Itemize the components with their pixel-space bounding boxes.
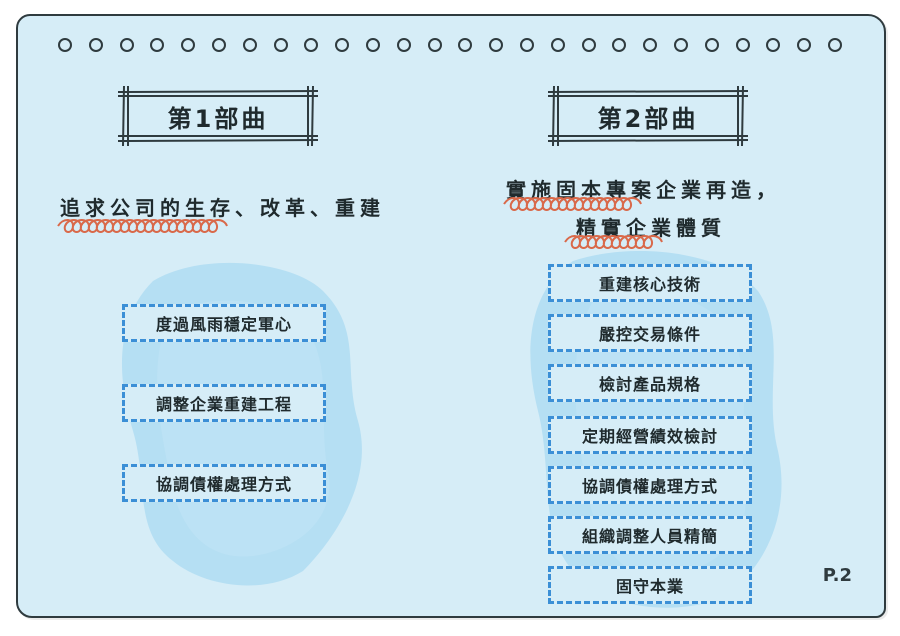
item-label: 重建核心技術 [598, 275, 701, 294]
binder-ring-icon [612, 38, 627, 52]
part-2-title: 第2部曲 [597, 104, 699, 133]
binder-ring-icon [88, 38, 103, 52]
part-2-item: 嚴控交易條件 [548, 314, 752, 352]
binder-ring-icon [797, 38, 812, 52]
binder-ring-icon [828, 38, 842, 52]
binder-ring-icon [550, 38, 565, 52]
binder-ring-icon [58, 38, 72, 52]
part-2-item: 協調債權處理方式 [548, 466, 752, 504]
notebook-page: 第1部曲 第2部曲 追求公司的生存、改革、重建 實施固本專案企業再造， 精實企業… [16, 14, 886, 618]
binder-ring-icon [273, 38, 288, 52]
part-1-title: 第1部曲 [167, 104, 269, 133]
binder-ring-icon [396, 38, 411, 52]
title-frame [118, 86, 318, 146]
item-label: 定期經營績效檢討 [581, 427, 718, 446]
title-frame [548, 86, 748, 146]
item-label: 協調債權處理方式 [155, 475, 292, 494]
heading-underline-squiggle [57, 219, 228, 233]
part-1-heading: 追求公司的生存、改革、重建 [60, 196, 385, 220]
item-label: 固守本業 [615, 577, 684, 596]
heading-underline-squiggle [564, 235, 663, 249]
part-2-item: 重建核心技術 [548, 264, 752, 302]
part-1-item: 協調債權處理方式 [122, 464, 326, 502]
binder-ring-icon [766, 38, 781, 52]
binder-ring-icon [458, 38, 473, 52]
item-label: 嚴控交易條件 [598, 325, 701, 344]
binder-ring-icon [581, 38, 596, 52]
binder-ring-icon [242, 38, 257, 52]
binder-ring-icon [304, 38, 319, 52]
binder-ring-icon [643, 38, 658, 52]
item-label: 度過風雨穩定軍心 [155, 315, 292, 334]
binder-ring-icon [150, 38, 165, 52]
binder-ring-icon [119, 38, 134, 52]
item-label: 組織調整人員精簡 [581, 527, 718, 546]
part-2-item: 檢討產品規格 [548, 364, 752, 402]
item-label: 調整企業重建工程 [155, 395, 292, 414]
binder-ring-icon [489, 38, 504, 52]
binder-ring-icon [735, 38, 750, 52]
page-number: P.2 [822, 565, 852, 586]
binder-ring-icon [520, 38, 534, 52]
binder-ring-icon [181, 38, 196, 52]
part-1-item: 調整企業重建工程 [122, 384, 326, 422]
part-1-item: 度過風雨穩定軍心 [122, 304, 326, 342]
part-2-title-box: 第2部曲 [548, 86, 748, 146]
item-label: 協調債權處理方式 [581, 477, 718, 496]
binder-ring-icon [674, 38, 688, 52]
part-2-item: 組織調整人員精簡 [548, 516, 752, 554]
binder-rings [58, 38, 858, 60]
binder-ring-icon [427, 38, 442, 52]
heading-underline-squiggle [503, 197, 642, 211]
item-label: 檢討產品規格 [598, 375, 701, 394]
binder-ring-icon [704, 38, 719, 52]
part-1-title-box: 第1部曲 [118, 86, 318, 146]
binder-ring-icon [366, 38, 380, 52]
part-2-item: 定期經營績效檢討 [548, 416, 752, 454]
part-2-item: 固守本業 [548, 566, 752, 604]
binder-ring-icon [212, 38, 226, 52]
binder-ring-icon [335, 38, 350, 52]
